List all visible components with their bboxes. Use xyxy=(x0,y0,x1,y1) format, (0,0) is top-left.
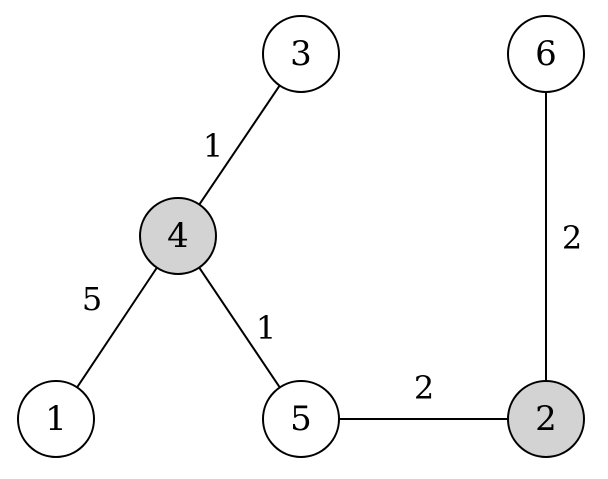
node-label-4: 4 xyxy=(167,216,189,256)
node-3: 3 xyxy=(262,15,340,93)
node-2: 2 xyxy=(507,380,585,458)
node-circle-3 xyxy=(262,15,340,93)
edge-4-3 xyxy=(198,84,281,206)
edge-weight-5-2: 2 xyxy=(414,369,434,407)
edge-weight-4-1: 5 xyxy=(82,280,102,318)
node-label-2: 2 xyxy=(535,399,557,439)
edge-weight-6-2: 2 xyxy=(562,219,582,257)
node-circle-5 xyxy=(262,380,340,458)
node-4: 4 xyxy=(139,197,217,275)
edge-weight-4-3: 1 xyxy=(203,127,223,165)
node-circle-6 xyxy=(507,15,585,93)
edges-layer xyxy=(76,84,547,420)
node-1: 1 xyxy=(17,380,95,458)
edge-4-1 xyxy=(76,267,158,388)
node-label-6: 6 xyxy=(535,34,557,74)
node-circle-2 xyxy=(507,380,585,458)
node-label-1: 1 xyxy=(45,399,67,439)
node-label-5: 5 xyxy=(290,399,312,439)
edge-weights-layer: 1 5 1 2 2 xyxy=(82,127,582,407)
edge-4-5 xyxy=(198,266,281,389)
edge-weight-4-5: 1 xyxy=(256,309,276,347)
nodes-layer: 3 6 4 1 5 2 xyxy=(17,15,585,458)
node-circle-4 xyxy=(139,197,217,275)
node-6: 6 xyxy=(507,15,585,93)
node-circle-1 xyxy=(17,380,95,458)
node-label-3: 3 xyxy=(290,34,312,74)
node-5: 5 xyxy=(262,380,340,458)
